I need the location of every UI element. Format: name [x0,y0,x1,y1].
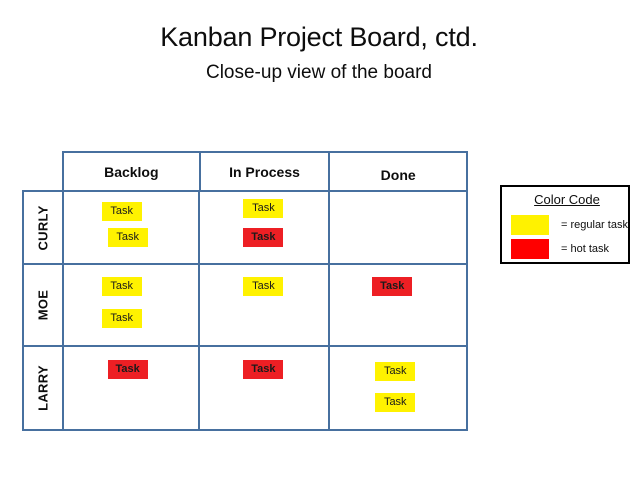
cell-larry-in-process[interactable]: Task [200,347,331,429]
task-chip[interactable]: Task [243,360,284,379]
cell-moe-done[interactable]: Task [330,265,466,345]
legend-swatch-regular-task [511,215,549,235]
cell-moe-in-process[interactable]: Task [200,265,331,345]
task-chip[interactable]: Task [375,393,416,412]
task-chip[interactable]: Task [243,228,284,247]
task-chip[interactable]: Task [101,277,142,296]
swimlane-label-curly: CURLY [24,192,64,263]
swimlane-label-moe: MOE [24,265,64,345]
cell-curly-done[interactable] [330,192,466,263]
legend-entry-hot-task: = hot task [511,238,623,260]
task-chip[interactable]: Task [372,277,413,296]
column-header-done: Done [380,166,416,183]
legend-label-hot-task: = hot task [561,243,610,255]
task-chip[interactable]: Task [107,228,148,247]
task-chip[interactable]: Task [107,360,148,379]
legend-entry-regular-task: = regular task [511,214,628,236]
swimlane-label-moe-text: MOE [35,289,51,321]
cell-curly-in-process[interactable]: Task Task [200,192,331,263]
board-column-header-row: Backlog In Process Done [62,151,468,190]
swimlane-moe: MOE Task Task Task Task [22,263,468,345]
task-chip[interactable]: Task [101,309,142,328]
cell-larry-backlog[interactable]: Task [64,347,201,429]
kanban-board: Backlog In Process Done CURLY Task Task … [22,151,468,431]
column-header-in-process: In Process [201,153,331,190]
cell-curly-backlog[interactable]: Task Task [64,192,201,263]
legend-title: Color Code [534,192,600,207]
page-subtitle: Close-up view of the board [205,62,432,83]
swimlane-curly: CURLY Task Task Task Task [22,190,468,263]
legend-swatch-hot-task [511,239,549,259]
page-title: Kanban Project Board, ctd. [160,22,478,52]
task-chip[interactable]: Task [101,202,142,221]
swimlane-larry: LARRY Task Task Task Task [22,345,468,431]
cell-moe-backlog[interactable]: Task Task [64,265,201,345]
swimlane-label-larry-text: LARRY [35,365,51,411]
cell-larry-done[interactable]: Task Task [330,347,466,429]
task-chip[interactable]: Task [243,277,284,296]
legend-label-regular-task: = regular task [561,219,628,231]
swimlane-label-larry: LARRY [24,347,64,429]
column-header-backlog: Backlog [64,153,201,190]
swimlane-label-curly-text: CURLY [35,204,51,251]
task-chip[interactable]: Task [243,199,284,218]
task-chip[interactable]: Task [375,362,416,381]
color-code-legend: Color Code = regular task = hot task [500,185,630,264]
